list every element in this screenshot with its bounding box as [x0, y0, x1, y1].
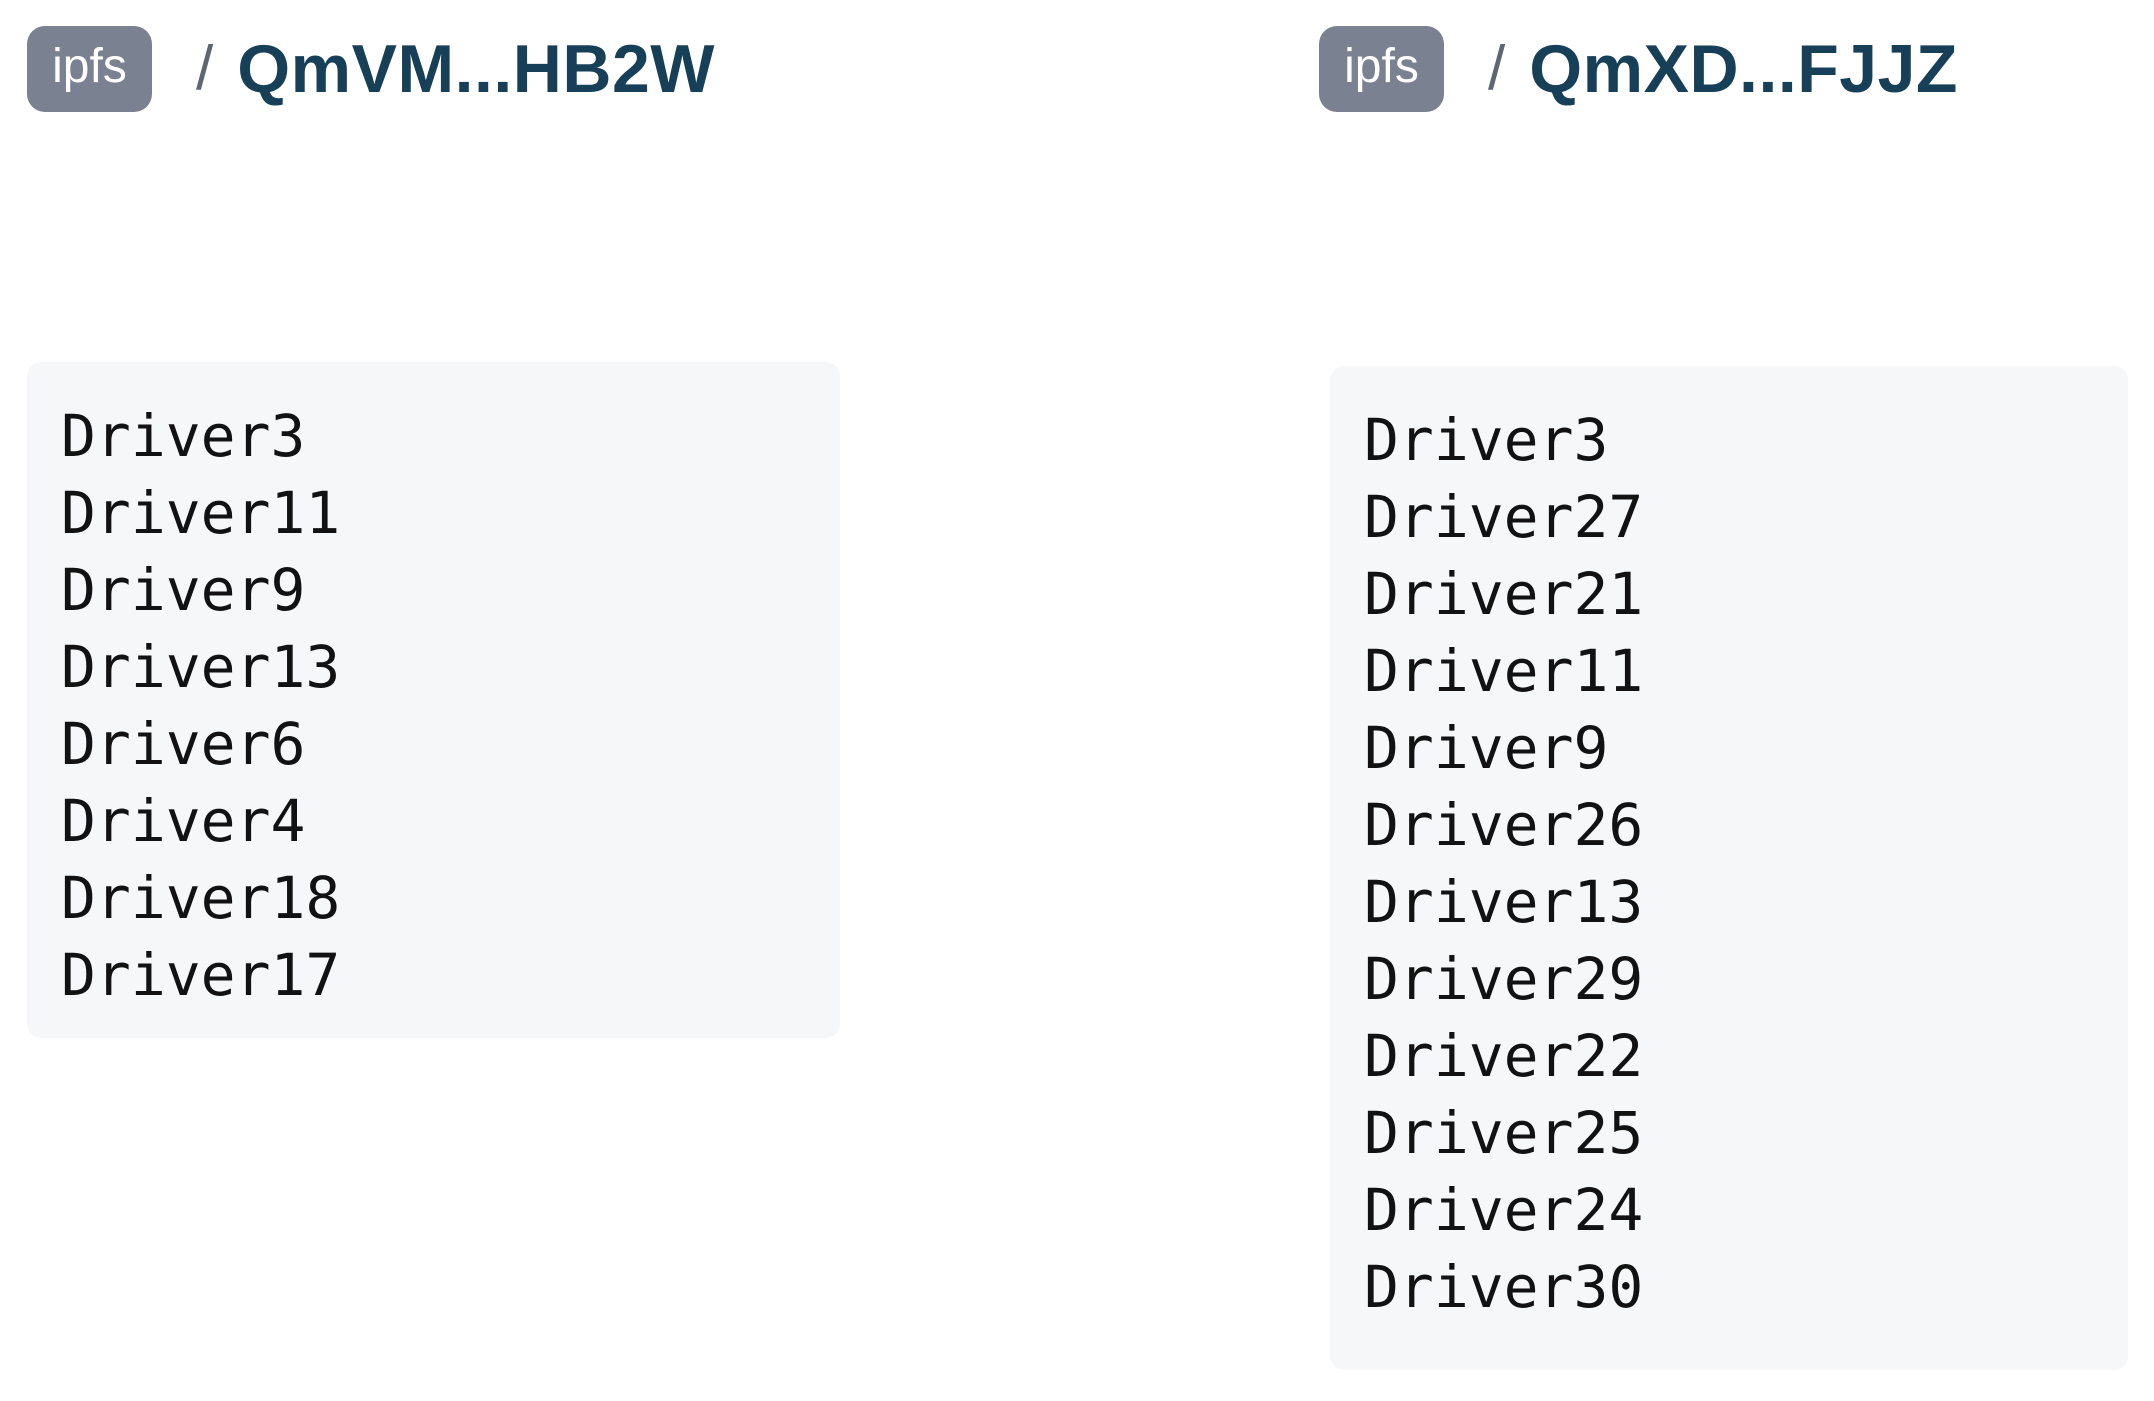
list-item: Driver4: [61, 787, 306, 855]
list-item: Driver24: [1364, 1176, 1644, 1244]
list-item: Driver6: [61, 710, 306, 778]
list-item: Driver27: [1364, 483, 1644, 551]
list-item: Driver3: [61, 402, 306, 470]
list-item: Driver22: [1364, 1022, 1644, 1090]
list-item: Driver25: [1364, 1099, 1644, 1167]
cid-title[interactable]: QmVM...HB2W: [237, 31, 715, 107]
breadcrumb: ipfs / QmVM...HB2W: [27, 26, 715, 112]
list-item: Driver18: [61, 864, 341, 932]
list-item: Driver3: [1364, 406, 1609, 474]
list-item: Driver13: [1364, 868, 1644, 936]
list-item: Driver30: [1364, 1253, 1644, 1321]
list-item: Driver29: [1364, 945, 1644, 1013]
ipfs-badge: ipfs: [1319, 26, 1444, 112]
breadcrumb: ipfs / QmXD...FJJZ: [1319, 26, 1958, 112]
breadcrumb-separator: /: [196, 34, 214, 103]
list-item: Driver17: [61, 941, 341, 1009]
list-item: Driver9: [61, 556, 306, 624]
breadcrumb-separator: /: [1488, 34, 1506, 103]
list-item: Driver21: [1364, 560, 1644, 628]
list-item: Driver13: [61, 633, 341, 701]
ipfs-badge: ipfs: [27, 26, 152, 112]
list-item: Driver11: [1364, 637, 1644, 705]
list-item: Driver9: [1364, 714, 1609, 782]
list-item: Driver26: [1364, 791, 1644, 859]
list-item: Driver11: [61, 479, 341, 547]
cid-title[interactable]: QmXD...FJJZ: [1529, 31, 1958, 107]
